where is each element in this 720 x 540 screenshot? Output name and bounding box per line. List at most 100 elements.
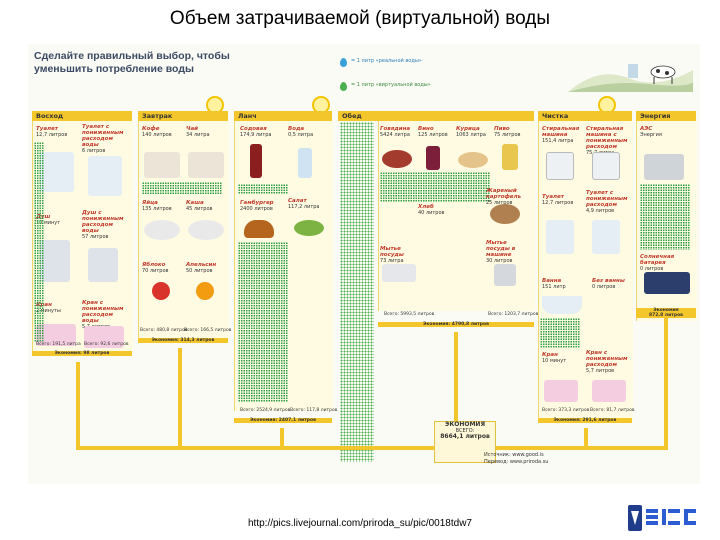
total-economy-title: ЭКОНОМИЯ	[444, 421, 486, 428]
slide-title: Объем затрачиваемой (виртуальной) воды	[169, 8, 551, 29]
eggs-plate-image	[144, 220, 180, 240]
total-dinner: Всего: 5993,5 литров	[384, 312, 435, 317]
total-economy-value: 8664,1 литров	[440, 433, 490, 440]
toilet-image	[40, 152, 74, 192]
toilet-image	[88, 156, 122, 196]
total-sunrise: Всего: 191,5 литра	[36, 342, 81, 347]
source-text: Источник: www.good.is	[484, 452, 544, 458]
landscape-illustration	[568, 64, 693, 92]
meal-label-dinner: Обед	[342, 112, 362, 120]
toilet-image	[546, 220, 574, 254]
total-breakfast: Всего: 480,8 литров	[140, 328, 188, 333]
chicken-plate-image	[458, 152, 488, 168]
economy-lunch: Экономия: 2407,1 литров	[234, 418, 332, 423]
total-economy-subtitle: ВСЕГО:	[455, 428, 475, 434]
total-breakfast-alt: Всего: 166,5 литров	[184, 328, 232, 333]
meal-bar-energy	[636, 111, 696, 121]
shower-image	[88, 248, 118, 282]
total-lunch-alt: Всего: 117,8 литров	[290, 408, 338, 413]
beer-glass-image	[502, 144, 518, 170]
water-dots-lunch-top	[238, 184, 288, 194]
bathtub-image	[542, 296, 582, 314]
meal-label-energy: Энергия	[640, 112, 671, 120]
connector-line	[454, 332, 458, 422]
connector-line	[76, 362, 80, 448]
wine-glass-image	[426, 146, 440, 170]
water-glass-image	[298, 148, 312, 178]
meal-bar-dinner	[338, 111, 534, 121]
salad-image	[294, 220, 324, 236]
meal-bar-lunch	[234, 111, 332, 121]
washing-machine-image	[592, 152, 620, 180]
total-sunrise-alt: Всего: 92,6 литров	[84, 342, 129, 347]
connector-line	[664, 318, 668, 448]
water-dots-beef	[340, 122, 374, 462]
infographic: Сделайте правильный выбор, чтобы уменьши…	[28, 44, 700, 484]
university-logo	[628, 505, 696, 531]
water-dots-cleaning	[540, 318, 580, 348]
dishwasher-image	[494, 264, 516, 286]
meal-label-sunrise: Восход	[36, 112, 64, 120]
total-cleaning-alt: Всего: 81,7 литров	[590, 408, 635, 413]
steak-image	[382, 150, 412, 168]
hamburger-image	[244, 220, 274, 238]
soda-bottle-image	[250, 144, 262, 178]
total-dinner-alt: Всего: 1203,7 литров	[488, 312, 539, 317]
meal-label-lunch: Ланч	[238, 112, 257, 120]
legend-real-water: = 1 литр «реальной воды»	[340, 58, 422, 67]
connector-line	[280, 428, 284, 448]
sink-dishes-image	[382, 264, 416, 282]
translation-text: Перевод: www.priroda.su	[484, 459, 549, 465]
sink-image	[544, 380, 578, 402]
connector-line	[178, 348, 182, 448]
total-cleaning: Всего: 373,3 литров	[542, 408, 590, 413]
water-dots-lunch	[238, 242, 288, 402]
solar-panel-image	[644, 272, 690, 294]
water-dots-sunrise	[34, 142, 44, 342]
economy-sunrise: Экономия: 98 литров	[32, 351, 132, 356]
porridge-bowl-image	[188, 220, 224, 240]
potato-image	[490, 204, 520, 224]
economy-energy-label: Экономия	[653, 308, 679, 313]
sink-image	[592, 380, 626, 402]
connector-line	[584, 428, 588, 448]
tea-cup-image	[188, 152, 224, 178]
coffee-cup-image	[144, 152, 180, 178]
meal-label-breakfast: Завтрак	[142, 112, 173, 120]
economy-cleaning: Экономия: 291,6 литров	[538, 418, 632, 423]
water-dots-energy	[640, 184, 690, 250]
apple-image	[152, 282, 170, 300]
shower-image	[40, 240, 70, 282]
connector-line	[76, 446, 668, 450]
meal-bar-breakfast	[138, 111, 228, 121]
power-plant-image	[644, 154, 684, 180]
toilet-image	[592, 220, 620, 254]
water-dots-dinner	[380, 172, 490, 202]
